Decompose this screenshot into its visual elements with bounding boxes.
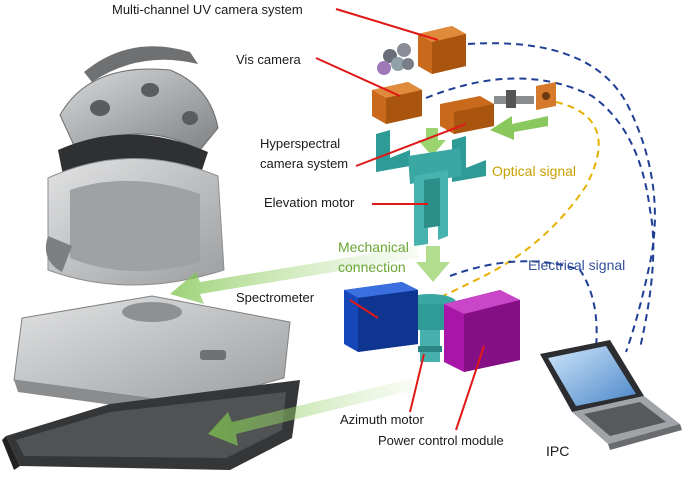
spectrometer-block [344, 282, 418, 352]
uv-camera-box [418, 26, 466, 74]
label-hyperspectral-line1: Hyperspectral [260, 136, 340, 151]
uv-camera-lens-cluster [377, 43, 414, 75]
enclosure-bottom-plate [2, 380, 300, 470]
label-electrical-signal: Electrical signal [528, 257, 625, 273]
optical-arrow-into-hyper [490, 116, 548, 140]
mechanical-arrow-lower [208, 378, 414, 446]
power-control-module [444, 290, 520, 372]
label-power-control-module: Power control module [378, 433, 504, 448]
label-elevation-motor: Elevation motor [264, 195, 355, 210]
electrical-signal-lines [425, 42, 656, 353]
label-hyperspectral-line2: camera system [260, 156, 348, 171]
pointer-lines [315, 8, 485, 431]
enclosure-dome-cap [84, 46, 198, 82]
enclosure-upper-housing [45, 158, 225, 286]
label-ipc: IPC [546, 443, 569, 459]
label-mechanical-line2: connection [338, 259, 406, 275]
enclosure-dome [59, 68, 219, 151]
elevation-motor-body [414, 170, 448, 246]
label-optical-signal: Optical signal [492, 163, 576, 179]
optical-signal-line [411, 101, 600, 311]
label-vis-camera: Vis camera [236, 52, 302, 67]
mechanical-arrow-down [416, 246, 450, 282]
ipc-laptop [540, 340, 682, 450]
optical-arrow-down-hyper [418, 128, 446, 156]
vis-camera-box [372, 82, 422, 124]
label-spectrometer: Spectrometer [236, 290, 315, 305]
hyperspectral-camera [440, 82, 556, 134]
label-azimuth-motor: Azimuth motor [340, 412, 424, 427]
label-mechanical-line1: Mechanical [338, 239, 409, 255]
label-uv-camera: Multi-channel UV camera system [112, 2, 303, 17]
mechanical-arrow-upper [170, 246, 418, 304]
